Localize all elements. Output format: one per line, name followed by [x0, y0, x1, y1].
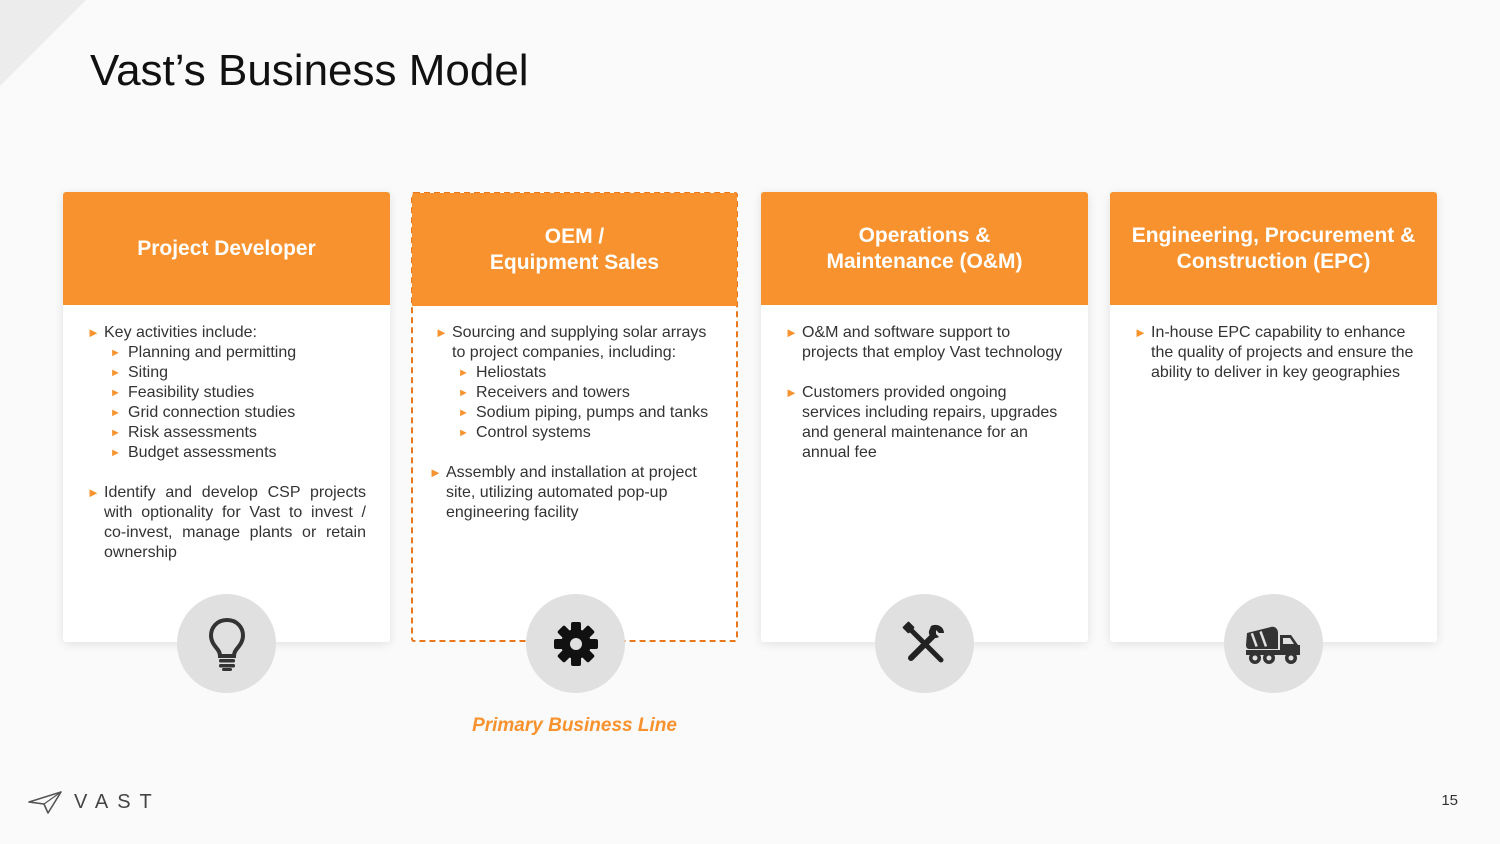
card-heading: OEM / Equipment Sales: [412, 193, 737, 306]
card-body: O&M and software support to projects tha…: [761, 305, 1088, 463]
sub-bullet-item: Heliostats: [458, 363, 718, 383]
tools-icon-badge: [875, 594, 974, 693]
sub-bullet-item: Grid connection studies: [110, 403, 366, 423]
card-project-developer: Project Developer Key activities include…: [63, 192, 390, 642]
bullet-item: Sourcing and supplying solar arrays to p…: [435, 323, 718, 443]
page-number: 15: [1441, 792, 1458, 809]
sub-bullet-item: Control systems: [458, 423, 718, 443]
sub-bullet-item: Planning and permitting: [110, 343, 366, 363]
card-body: In-house EPC capability to enhance the q…: [1110, 305, 1437, 383]
bullet-text: In-house EPC capability to enhance the q…: [1151, 324, 1414, 381]
sub-bullet-item: Receivers and towers: [458, 383, 718, 403]
sub-list: Heliostats Receivers and towers Sodium p…: [452, 363, 718, 443]
bullet-item: Identify and develop CSP projects with o…: [87, 483, 366, 563]
tools-icon: [902, 621, 944, 662]
bullet-text: Identify and develop CSP projects with o…: [104, 484, 366, 561]
cement-truck-icon-badge: [1224, 594, 1323, 693]
card-heading: Engineering, Procurement & Construction …: [1110, 192, 1437, 305]
sub-bullet-item: Feasibility studies: [110, 383, 366, 403]
lightbulb-icon: [208, 617, 245, 671]
gear-icon: [553, 621, 598, 666]
bullet-item: Key activities include: Planning and per…: [87, 323, 366, 463]
corner-decoration: [0, 0, 86, 86]
vast-logo: VAST: [28, 790, 161, 814]
bullet-text: Key activities include:: [104, 324, 257, 341]
bullet-text: Customers provided ongoing services incl…: [802, 384, 1058, 461]
card-heading: Operations & Maintenance (O&M): [761, 192, 1088, 305]
card-body: Key activities include: Planning and per…: [63, 305, 390, 563]
bullet-item: In-house EPC capability to enhance the q…: [1134, 323, 1417, 383]
card-epc: Engineering, Procurement & Construction …: [1110, 192, 1437, 642]
cement-truck-icon: [1245, 626, 1300, 664]
lightbulb-icon-badge: [177, 594, 276, 693]
bullet-item: Assembly and installation at project sit…: [429, 463, 718, 523]
bullet-item: Customers provided ongoing services incl…: [785, 383, 1068, 463]
sub-bullet-item: Siting: [110, 363, 366, 383]
bullet-item: O&M and software support to projects tha…: [785, 323, 1068, 363]
page-title: Vast’s Business Model: [90, 46, 529, 95]
bullet-text: Assembly and installation at project sit…: [446, 464, 697, 521]
sub-list: Planning and permitting Siting Feasibili…: [104, 343, 366, 463]
gear-icon-badge: [526, 594, 625, 693]
logo-text: VAST: [74, 790, 161, 813]
bullet-text: O&M and software support to projects tha…: [802, 324, 1063, 361]
card-oem-equipment-sales: OEM / Equipment Sales Sourcing and suppl…: [411, 192, 738, 642]
card-body: Sourcing and supplying solar arrays to p…: [413, 305, 736, 523]
vast-logo-icon: [28, 791, 62, 814]
primary-business-line-label: Primary Business Line: [472, 715, 677, 736]
sub-bullet-item: Risk assessments: [110, 423, 366, 443]
bullet-text: Sourcing and supplying solar arrays to p…: [452, 324, 707, 361]
sub-bullet-item: Sodium piping, pumps and tanks: [458, 403, 718, 423]
card-operations-maintenance: Operations & Maintenance (O&M) O&M and s…: [761, 192, 1088, 642]
card-heading: Project Developer: [63, 192, 390, 305]
sub-bullet-item: Budget assessments: [110, 443, 366, 463]
